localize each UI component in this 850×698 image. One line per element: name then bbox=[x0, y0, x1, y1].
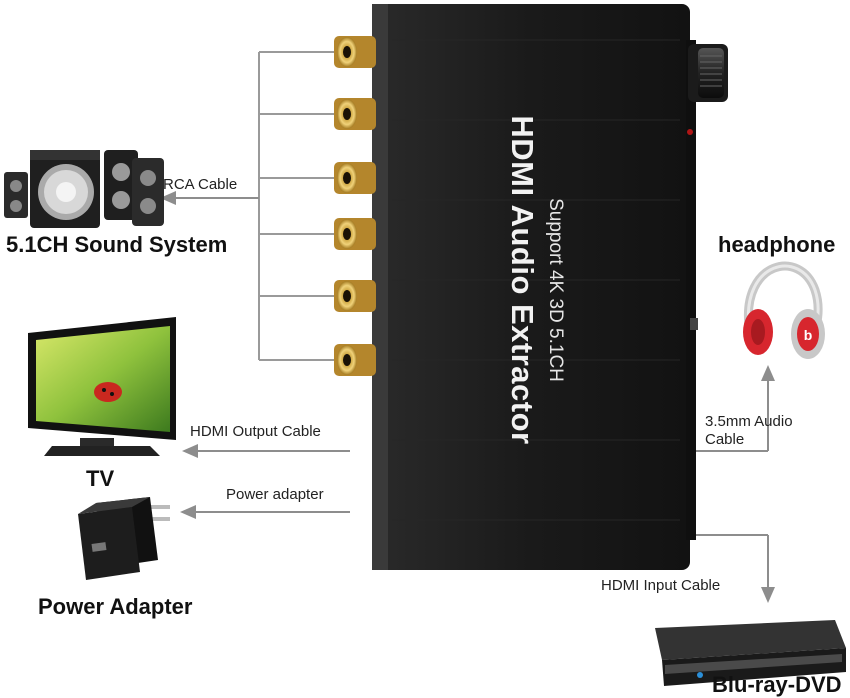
rca-connector-icon bbox=[334, 344, 376, 376]
hdmi-output-cable-label: HDMI Output Cable bbox=[190, 423, 321, 440]
tv-icon bbox=[28, 317, 176, 456]
power-adapter-arrow bbox=[180, 505, 350, 519]
rca-wiring bbox=[258, 51, 336, 361]
bluray-label: Blu-ray-DVD bbox=[712, 672, 842, 697]
headphone-label: headphone bbox=[718, 232, 836, 257]
extractor-device bbox=[372, 4, 698, 570]
rca-cable-arrow bbox=[160, 191, 259, 205]
rca-cable-label: RCA Cable bbox=[163, 176, 238, 193]
rca-connector-icon bbox=[334, 98, 376, 130]
audio-cable-line bbox=[696, 365, 775, 452]
power-adapter-icon bbox=[78, 497, 170, 580]
speaker-system-icon bbox=[4, 150, 164, 228]
bluray-player-icon bbox=[655, 620, 846, 686]
device-subtitle: Support 4K 3D 5.1CH bbox=[545, 198, 566, 382]
tv-label: TV bbox=[86, 466, 115, 491]
audio-cable-label-line2: Cable bbox=[705, 431, 745, 448]
volume-knob-icon bbox=[688, 44, 728, 102]
rca-connector-icon bbox=[334, 218, 376, 250]
rca-connector-icon bbox=[334, 280, 376, 312]
hdmi-input-cable-label: HDMI Input Cable bbox=[601, 577, 721, 594]
rca-connector-icon bbox=[334, 162, 376, 194]
sound-system-label: 5.1CH Sound System bbox=[6, 232, 228, 257]
audio-cable-label-line1: 3.5mm Audio bbox=[705, 413, 793, 430]
hdmi-output-arrow bbox=[182, 444, 350, 458]
headphone-icon: b bbox=[743, 261, 825, 359]
power-adapter-cable-label: Power adapter bbox=[226, 486, 324, 503]
rca-connector-icon bbox=[334, 36, 376, 68]
device-title: HDMI Audio Extractor bbox=[505, 115, 540, 445]
hdmi-input-line bbox=[696, 534, 775, 603]
svg-text:b: b bbox=[804, 327, 813, 343]
power-adapter-label: Power Adapter bbox=[38, 594, 193, 619]
